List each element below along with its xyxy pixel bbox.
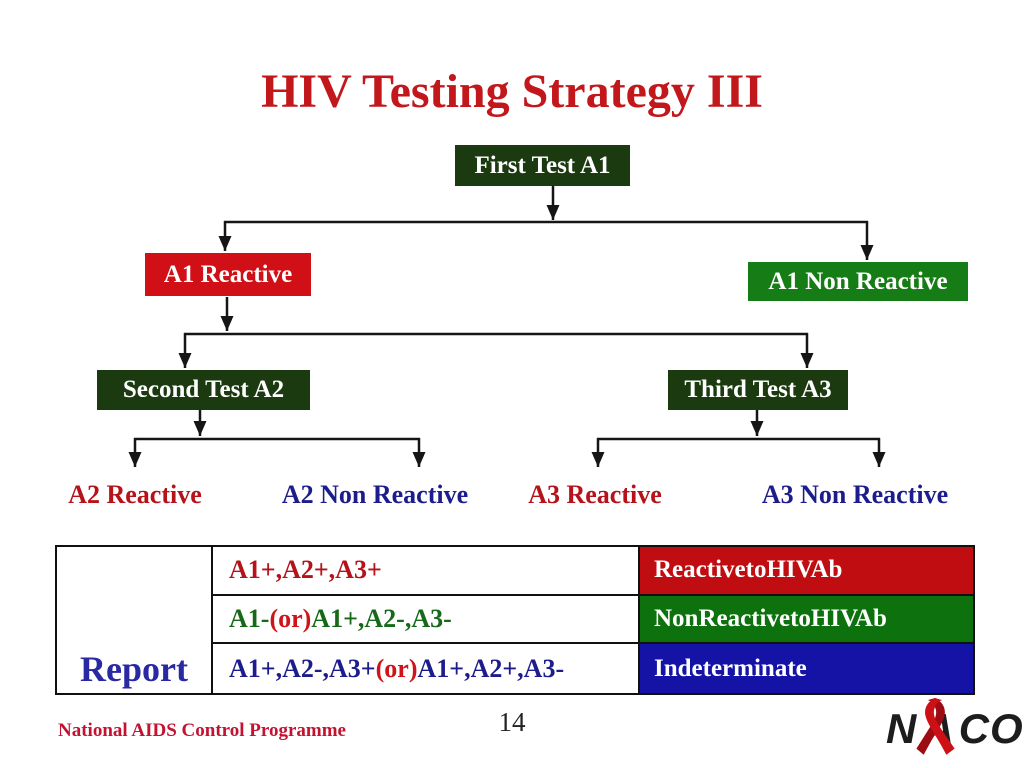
report-row-header: Report (57, 547, 213, 693)
naco-logo: NACO (886, 698, 1023, 760)
node-second-test-a2: Second Test A2 (97, 370, 310, 410)
report-table: Report A1+,A2+,A3+ ReactivetoHIVAb A1-(o… (55, 545, 975, 695)
combo-cell-row1: A1+,A2+,A3+ (213, 547, 640, 596)
node-third-test-a3: Third Test A3 (668, 370, 848, 410)
logo-letter-co: CO (958, 705, 1024, 752)
combo-text: A1+,A2+,A3+ (229, 555, 382, 585)
result-cell-reactive: ReactivetoHIVAb (640, 547, 973, 596)
label-a3-non-reactive: A3 Non Reactive (761, 480, 949, 509)
node-a1-non-reactive: A1 Non Reactive (748, 262, 968, 301)
combo-text: A1+,A2-,A3+ (229, 653, 376, 683)
label-a3-reactive: A3 Reactive (528, 480, 662, 509)
label-a2-non-reactive: A2 Non Reactive (281, 480, 469, 509)
node-a1-reactive: A1 Reactive (145, 253, 311, 296)
result-cell-indeterminate: Indeterminate (640, 644, 973, 693)
label-a2-reactive: A2 Reactive (68, 480, 202, 509)
node-first-test-a1: First Test A1 (455, 145, 630, 186)
combo-cell-row3: A1+,A2-,A3+(or)A1+,A2+,A3- (213, 644, 640, 693)
result-cell-non-reactive: NonReactivetoHIVAb (640, 595, 973, 645)
combo-text: A1+,A2-,A3- (311, 603, 452, 633)
combo-text: A1- (229, 603, 270, 633)
page-title: HIV Testing Strategy III (261, 65, 763, 118)
footer-organisation: National AIDS Control Programme (58, 720, 346, 741)
red-ribbon-icon (916, 698, 955, 755)
page-number: 14 (498, 707, 526, 737)
combo-text: A1+,A2+,A3- (417, 653, 565, 683)
combo-or-text: (or) (269, 603, 312, 633)
combo-or-text: (or) (375, 653, 418, 683)
logo-letter-n: N (886, 705, 918, 752)
combo-cell-row2: A1-(or)A1+,A2-,A3- (213, 595, 640, 645)
